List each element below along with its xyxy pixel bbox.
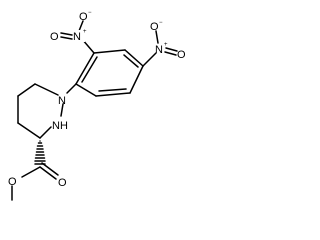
- bond-n-o-right: [164, 51, 177, 56]
- bond-c2-c3: [93, 49, 126, 54]
- bond-c5-c6: [95, 92, 131, 97]
- bond-c1-c2: [75, 52, 95, 85]
- bond-c3-c4: [124, 49, 144, 67]
- ring-nitrogen-n1: N: [58, 95, 66, 107]
- nitro1-charge: +: [83, 29, 87, 35]
- bond-c6-c5: [17, 83, 36, 97]
- nitro1-oxygen-top: O: [79, 11, 88, 23]
- benzene-ring: [75, 49, 144, 97]
- bond-n2-n1: [60, 103, 64, 117]
- chemical-structure: N + O O − N + O − O N NH: [8, 10, 186, 201]
- bond-c4-n: [142, 52, 157, 67]
- bond-carbonyl-o-single: [21, 166, 41, 178]
- nitro-group-ortho: N + O O −: [50, 10, 95, 54]
- bond-c1-c2-inner: [81, 56, 98, 83]
- bond-n-o-right-double: [165, 47, 178, 52]
- nitro-group-para: N + O − O: [142, 20, 186, 67]
- ring-nitrogen-nh: NH: [52, 120, 68, 132]
- bond-n-o-top: [155, 30, 159, 44]
- nitro2-nitrogen: N: [155, 44, 163, 56]
- bond-n1-c6: [34, 83, 59, 96]
- nitro2-oxygen-right: O: [177, 49, 186, 61]
- bond-carbonyl-double-b: [41, 162, 59, 176]
- bond-c4-c5: [129, 65, 144, 94]
- stereo-hashed-bond: [34, 140, 46, 165]
- nitro1-oxygen-left: O: [50, 31, 59, 43]
- nitro2-charge: +: [164, 42, 168, 48]
- ester-oxygen-single: O: [8, 176, 17, 188]
- ester-oxygen-double: O: [58, 177, 67, 189]
- nitro1-oxygen-charge: −: [88, 10, 92, 16]
- pyridazine-ring: N NH: [17, 83, 77, 139]
- nitro2-oxygen-top: O: [150, 21, 159, 33]
- bond-c3-c4-inner: [123, 54, 139, 68]
- bond-c4-c3: [17, 122, 41, 139]
- bond-c5-c6-inner: [98, 88, 127, 92]
- nitro1-nitrogen: N: [73, 31, 81, 43]
- bond-aryl-n1: [66, 83, 77, 94]
- nitro2-oxygen-charge: −: [159, 20, 163, 26]
- bond-c6-c1: [75, 83, 97, 97]
- bond-n-o-bottom: [78, 20, 84, 32]
- bond-carbonyl-double-a: [39, 166, 57, 180]
- bond-n-o-left: [60, 32, 73, 36]
- bond-n-o-left-double: [60, 36, 73, 40]
- bond-c3-n2: [39, 126, 52, 139]
- methyl-ester: O O: [8, 162, 67, 201]
